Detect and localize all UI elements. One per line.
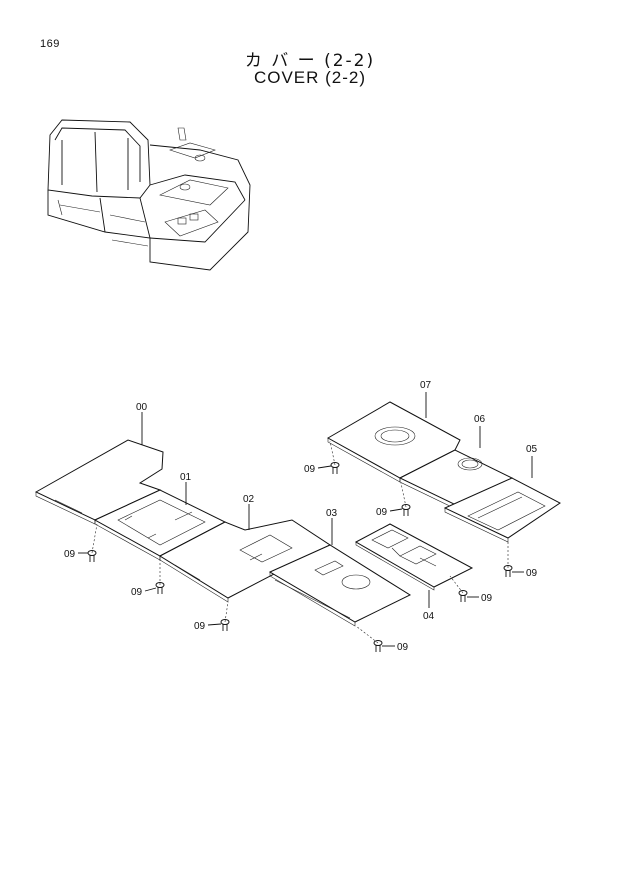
cover-plate-05	[443, 477, 561, 543]
callout-00: 00	[136, 402, 148, 413]
callout-09: 09	[526, 568, 538, 579]
callout-09: 09	[64, 549, 76, 560]
callout-09: 09	[304, 464, 316, 475]
page-title-english: COVER (2-2)	[253, 68, 367, 87]
page-number: 169	[40, 38, 60, 50]
callout-09: 09	[131, 587, 143, 598]
callout-06: 06	[474, 414, 486, 425]
leader-lines	[78, 392, 533, 647]
cover-plate-04	[354, 523, 474, 591]
callout-03: 03	[326, 508, 338, 519]
cover-plate-02	[158, 519, 331, 603]
callout-04: 04	[423, 611, 435, 622]
callout-02: 02	[243, 494, 255, 505]
callout-05: 05	[526, 444, 538, 455]
bolt-09	[373, 640, 383, 652]
machine-overview-illustration	[47, 119, 251, 271]
cover-plate-03	[268, 544, 412, 627]
callout-09: 09	[481, 593, 493, 604]
callout-09: 09	[376, 507, 388, 518]
callout-07: 07	[420, 380, 432, 391]
bolt-09	[458, 590, 468, 602]
locator-lines	[91, 440, 509, 644]
callout-09: 09	[397, 642, 409, 653]
callout-01: 01	[180, 472, 192, 483]
callout-09: 09	[194, 621, 206, 632]
page-title-japanese: カ バ ー (2-2)	[244, 51, 376, 71]
